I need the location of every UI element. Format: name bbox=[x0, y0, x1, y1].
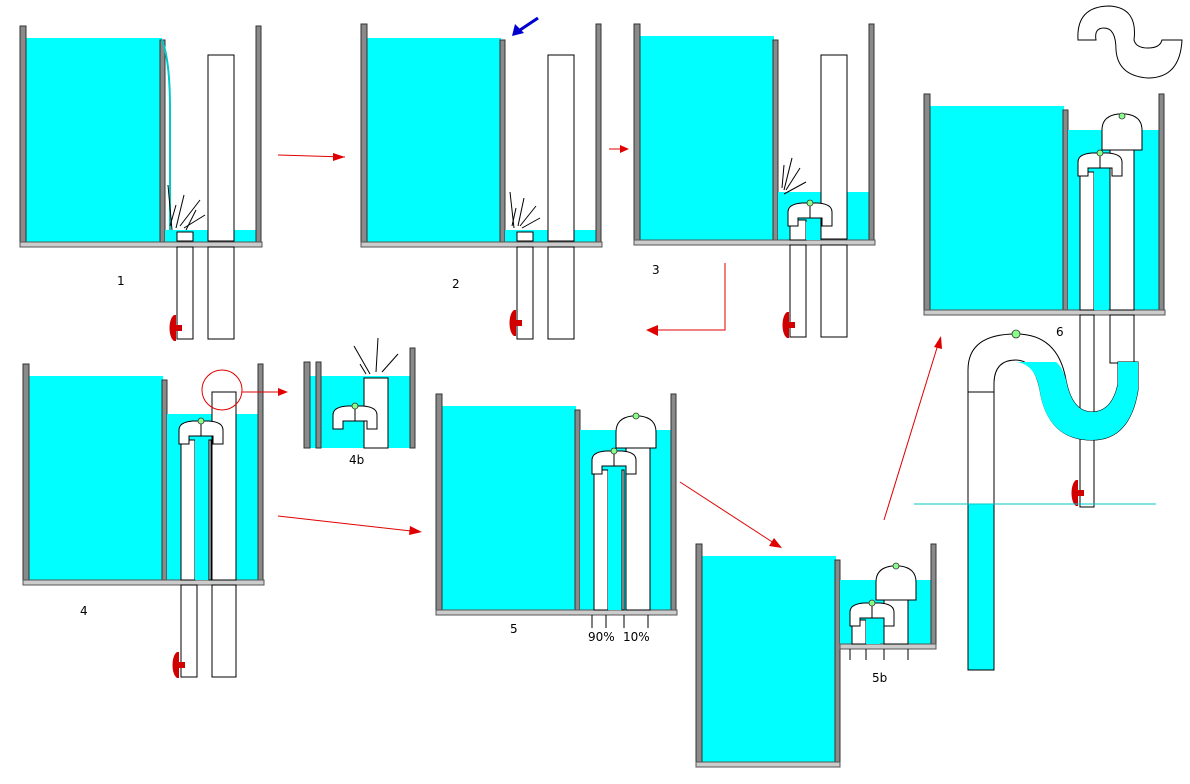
arrow-icon bbox=[277, 515, 421, 533]
step-2-label: 2 bbox=[452, 277, 460, 291]
panel-1: 1 bbox=[19, 25, 263, 341]
return-pipe bbox=[207, 54, 235, 242]
step-5-label: 5 bbox=[510, 622, 518, 636]
split-left-label: 90% bbox=[588, 630, 615, 644]
panel-3: 3 bbox=[633, 23, 876, 338]
split-right-label: 10% bbox=[623, 630, 650, 644]
s-curve-icon bbox=[1077, 5, 1183, 79]
splash-icon bbox=[167, 184, 206, 231]
zoom-circle bbox=[201, 369, 243, 411]
step-6-label: 6 bbox=[1056, 325, 1064, 339]
drain-pipe bbox=[176, 246, 194, 340]
panel-4b: 4b bbox=[303, 337, 416, 467]
tank-divider bbox=[159, 39, 166, 243]
step-3-label: 3 bbox=[652, 263, 660, 277]
splash-icon bbox=[781, 157, 807, 195]
step-5b-label: 5b bbox=[872, 671, 887, 685]
arrow-icon bbox=[648, 263, 726, 331]
arrow-icon bbox=[883, 337, 941, 521]
step-4-label: 4 bbox=[80, 604, 88, 618]
panel-5b: 5b bbox=[695, 543, 937, 768]
panel-2: 2 bbox=[360, 16, 603, 340]
splash-icon bbox=[509, 191, 541, 229]
step-4b-label: 4b bbox=[349, 453, 364, 467]
overflow-stream bbox=[161, 39, 171, 230]
step-1-label: 1 bbox=[117, 274, 125, 288]
panel-6: 6 bbox=[914, 5, 1183, 671]
tank-floor bbox=[19, 241, 263, 248]
main-tank-water bbox=[26, 38, 162, 242]
panel-4: 4 bbox=[22, 363, 288, 678]
splash-icon bbox=[353, 337, 399, 375]
arrow-icon bbox=[679, 481, 781, 548]
panel-5: 90% 10% 5 bbox=[435, 393, 678, 644]
